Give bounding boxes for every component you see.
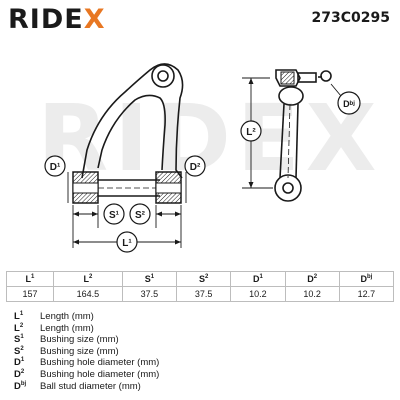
spec-col-dbj: Dbj — [338, 271, 395, 287]
spec-table-row: 157 164.5 37.5 37.5 10.2 10.2 12.7 — [6, 286, 395, 302]
label-d2: D² — [184, 155, 206, 177]
spec-col-d1: D1 — [230, 271, 286, 287]
spec-value-l2: 164.5 — [52, 286, 123, 302]
bushing-left — [72, 171, 99, 204]
svg-text:S²: S² — [135, 210, 146, 221]
label-l1: L¹ — [116, 231, 138, 253]
header: RIDEX 273C0295 — [0, 0, 400, 35]
ball-joint-hatch — [280, 71, 295, 85]
svg-text:S¹: S¹ — [109, 210, 120, 221]
spec-col-l2: L2 — [52, 271, 123, 287]
spec-value-d1: 10.2 — [230, 286, 286, 302]
spec-table-header: L1 L2 S1 S2 D1 D2 Dbj — [6, 271, 395, 287]
spec-value-d2: 10.2 — [284, 286, 340, 302]
brand-logo-text: RIDE — [8, 4, 84, 35]
svg-text:L¹: L¹ — [122, 238, 132, 249]
technical-drawing: RIDEX — [37, 63, 377, 253]
control-arm-front-view — [81, 63, 184, 197]
brand-logo: RIDEX — [8, 4, 106, 35]
label-s1: S¹ — [103, 203, 125, 225]
spec-col-s1: S1 — [121, 271, 178, 287]
spec-col-s2: S2 — [176, 271, 232, 287]
bushing-right — [155, 171, 182, 204]
dimension-arrows-side — [248, 78, 254, 188]
dimension-arrows-front — [73, 211, 181, 245]
svg-text:D²: D² — [190, 162, 201, 173]
spec-table: L1 L2 S1 S2 D1 D2 Dbj 157 164.5 37.5 37.… — [6, 271, 395, 302]
part-number: 273C0295 — [311, 10, 390, 26]
spec-value-dbj: 12.7 — [338, 286, 395, 302]
label-s2: S² — [129, 203, 151, 225]
svg-text:D¹: D¹ — [50, 162, 61, 173]
label-l2: L² — [240, 120, 262, 142]
svg-text:L²: L² — [246, 127, 256, 138]
spec-col-l1: L1 — [6, 271, 54, 287]
brand-logo-x: X — [83, 4, 106, 35]
control-arm-side-view — [274, 69, 332, 202]
spec-col-d2: D2 — [284, 271, 340, 287]
spec-value-s1: 37.5 — [121, 286, 178, 302]
label-dbj: Dᵇʲ — [337, 91, 361, 115]
label-d1: D¹ — [44, 155, 66, 177]
spec-value-s2: 37.5 — [176, 286, 232, 302]
spec-value-l1: 157 — [6, 286, 54, 302]
svg-text:Dᵇʲ: Dᵇʲ — [343, 99, 355, 109]
